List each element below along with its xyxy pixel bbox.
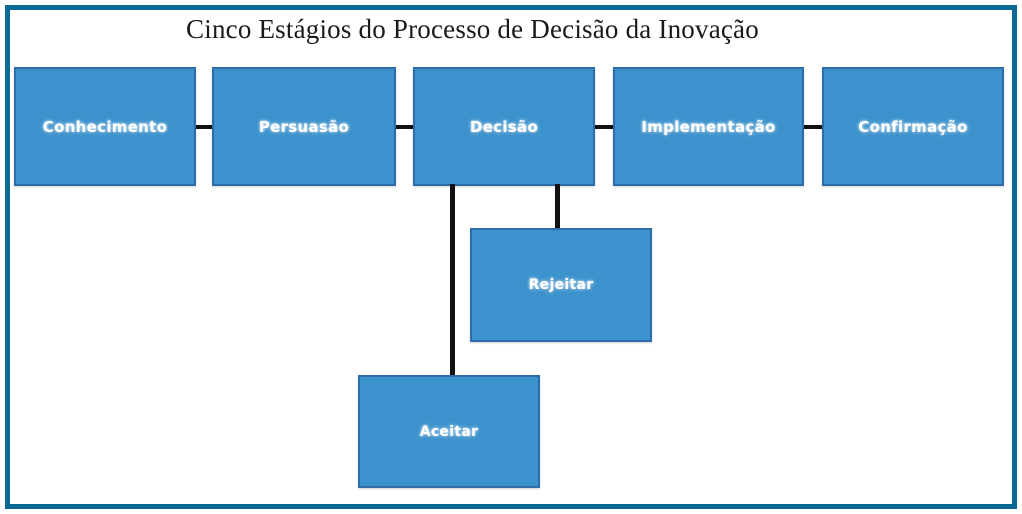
stage-label-decisao: Decisão: [469, 117, 539, 136]
page-title: Cinco Estágios do Processo de Decisão da…: [186, 14, 759, 44]
stage-label-confirmacao: Confirmação: [858, 117, 968, 136]
connector-decisao-implementacao: [595, 125, 613, 129]
outcome-box-aceitar[interactable]: Aceitar: [358, 375, 540, 488]
stage-box-persuasao[interactable]: Persuasão: [212, 67, 396, 186]
connector-decisao-aceitar: [450, 184, 455, 377]
outcome-label-rejeitar: Rejeitar: [528, 277, 594, 293]
stage-box-decisao[interactable]: Decisão: [413, 67, 595, 186]
connector-conhecimento-persuasao: [196, 125, 212, 129]
stage-box-implementacao[interactable]: Implementação: [613, 67, 804, 186]
connector-implementacao-confirmacao: [804, 125, 822, 129]
stage-label-conhecimento: Conhecimento: [42, 117, 168, 136]
stage-box-confirmacao[interactable]: Confirmação: [822, 67, 1004, 186]
stage-label-persuasao: Persuasão: [258, 117, 350, 136]
connector-persuasao-decisao: [396, 125, 413, 129]
outcome-box-rejeitar[interactable]: Rejeitar: [470, 228, 652, 342]
outcome-label-aceitar: Aceitar: [419, 423, 479, 440]
stage-box-conhecimento[interactable]: Conhecimento: [14, 67, 196, 186]
connector-decisao-rejeitar: [555, 184, 560, 230]
stage-label-implementacao: Implementação: [641, 117, 776, 136]
